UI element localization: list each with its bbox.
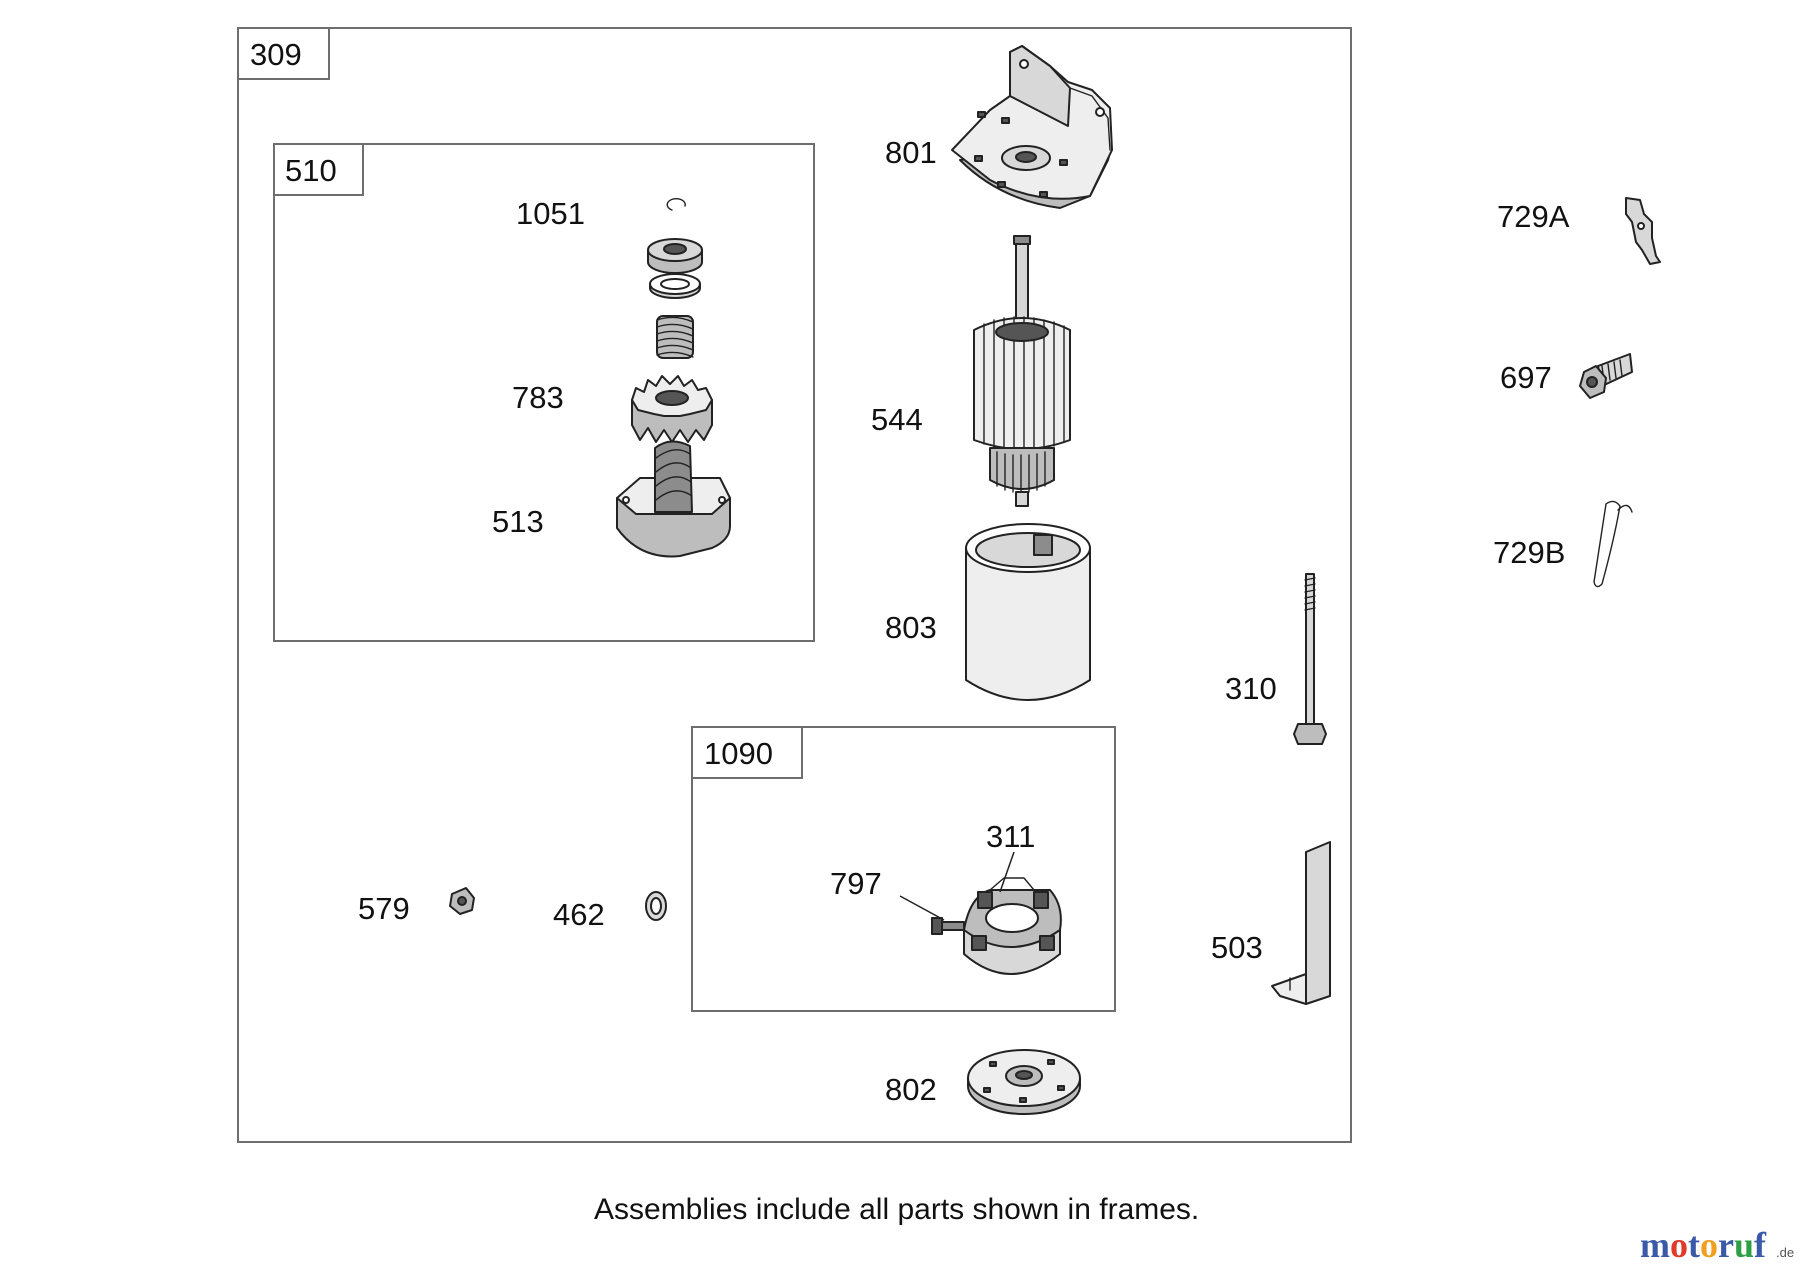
callout-729B: 729B <box>1493 535 1565 570</box>
callout-462: 462 <box>553 897 605 932</box>
wm-o2: o <box>1700 1225 1718 1265</box>
watermark-suffix: .de <box>1776 1245 1794 1260</box>
callout-697: 697 <box>1500 360 1552 395</box>
tab-clip-part-icon <box>1625 197 1661 265</box>
frame-1090-brush-assembly: 1090 <box>691 726 1116 1012</box>
lock-washer-part-icon <box>645 891 667 921</box>
pinion-gear-part-icon <box>631 375 713 443</box>
end-cap-part-icon <box>967 1049 1081 1115</box>
stop-collar-part-icon <box>647 238 703 274</box>
wm-m: m <box>1640 1225 1670 1265</box>
motoruf-watermark-logo: motoruf .de <box>1640 1225 1794 1265</box>
wm-f: f <box>1754 1225 1767 1265</box>
callout-1051: 1051 <box>516 196 585 231</box>
wm-t: t <box>1688 1225 1700 1265</box>
leader-311 <box>999 851 1015 893</box>
nut-part-icon <box>449 887 475 915</box>
frame-309-label: 309 <box>250 37 302 72</box>
callout-803: 803 <box>885 610 937 645</box>
washer-part-icon <box>649 273 701 299</box>
spring-clip-part-icon <box>1593 500 1633 588</box>
wm-r: r <box>1718 1225 1734 1265</box>
terminal-stud-part-icon <box>931 917 965 935</box>
end-bracket-part-icon <box>951 45 1113 209</box>
brush-plate-part-icon <box>963 877 1062 975</box>
motor-frame-part-icon <box>965 523 1091 701</box>
drive-housing-part-icon <box>616 440 731 558</box>
callout-729A: 729A <box>1497 199 1570 234</box>
through-bolt-part-icon <box>1293 573 1327 745</box>
callout-801: 801 <box>885 135 937 170</box>
callout-513: 513 <box>492 504 544 539</box>
callout-797: 797 <box>830 866 882 901</box>
svg-text:motoruf: motoruf <box>1640 1225 1767 1265</box>
callout-802: 802 <box>885 1072 937 1107</box>
callout-783: 783 <box>512 380 564 415</box>
screw-part-icon <box>1579 353 1633 399</box>
callout-544: 544 <box>871 402 923 437</box>
spring-part-icon <box>656 315 694 359</box>
wm-u: u <box>1734 1225 1754 1265</box>
armature-part-icon <box>973 235 1071 507</box>
callout-311: 311 <box>986 819 1035 854</box>
sleeve-bracket-part-icon <box>1271 841 1331 1005</box>
frame-1090-label: 1090 <box>704 736 773 771</box>
assembly-note-caption: Assemblies include all parts shown in fr… <box>594 1193 1199 1226</box>
leader-797 <box>899 895 945 921</box>
frame-510-label: 510 <box>285 153 337 188</box>
callout-579: 579 <box>358 891 410 926</box>
wm-o1: o <box>1670 1225 1688 1265</box>
callout-310: 310 <box>1225 671 1277 706</box>
frame-510-pinion-assembly: 510 <box>273 143 815 642</box>
callout-503: 503 <box>1211 930 1263 965</box>
retaining-ring-part-icon <box>666 198 686 211</box>
frame-309-outer: 309 <box>237 27 1352 1143</box>
